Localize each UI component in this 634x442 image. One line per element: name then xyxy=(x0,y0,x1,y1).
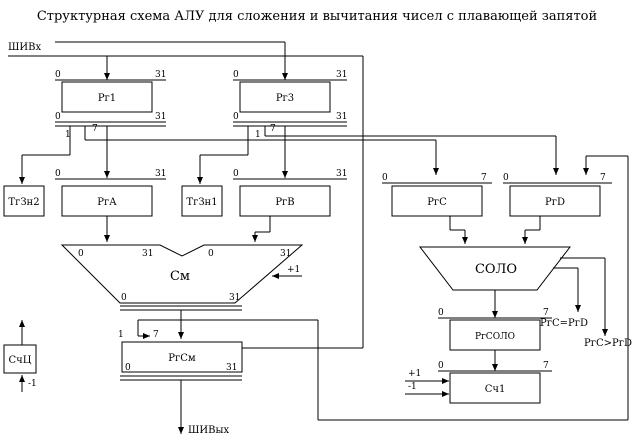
rgsm-bit31: 31 xyxy=(226,363,237,373)
rg3-bit0: 0 xyxy=(233,70,239,80)
adder-in-a-bit0: 0 xyxy=(78,249,84,259)
rgsolo-bit0: 0 xyxy=(438,308,444,318)
rgb-bit31: 31 xyxy=(336,169,347,179)
rgb-box xyxy=(239,185,331,217)
rgsolo-label: РгСОЛО xyxy=(475,332,515,342)
rg1-bit0: 0 xyxy=(55,70,61,80)
sch1-box xyxy=(449,372,541,404)
sch1-plus-one: +1 xyxy=(408,369,421,379)
rgsolo-out-bit0: 0 xyxy=(438,361,444,371)
adder-out-bit31: 31 xyxy=(229,293,240,303)
rg3-out-bit1: 1 xyxy=(255,130,261,140)
rga-box xyxy=(61,185,153,217)
rg3-box xyxy=(239,81,331,113)
adder-label: См xyxy=(170,269,190,284)
rg3-bit31: 31 xyxy=(336,70,347,80)
rgsm-label: РгСм xyxy=(168,353,196,364)
tgzn2-label: ТгЗн2 xyxy=(8,197,39,208)
schc-box xyxy=(3,344,37,374)
tgzn1-box xyxy=(181,185,223,217)
diagram-title: Структурная схема АЛУ для сложения и выч… xyxy=(37,9,597,24)
sch1-label: Сч1 xyxy=(485,384,506,395)
rgsm-bit1: 1 xyxy=(118,330,124,340)
solo-shape xyxy=(418,246,572,291)
solo-label: СОЛО xyxy=(475,262,517,277)
rgsm-bit0: 0 xyxy=(125,363,131,373)
adder-in-b-bit0: 0 xyxy=(208,249,214,259)
rga-label: РгА xyxy=(97,197,117,208)
tgzn2-box xyxy=(3,185,45,217)
rgc-box xyxy=(391,185,483,217)
rgsolo-box xyxy=(449,319,541,351)
rg1-bit31: 31 xyxy=(155,70,166,80)
adder-in-b-bit31: 31 xyxy=(280,249,291,259)
adder-shape xyxy=(60,244,304,304)
rg3-out-bit0: 0 xyxy=(233,112,239,122)
output-gt-label: РгС>РгD xyxy=(584,338,632,349)
rgsm-box xyxy=(121,341,243,373)
rg1-out-bit1: 1 xyxy=(65,130,71,140)
rgb-bit0: 0 xyxy=(233,169,239,179)
rg1-label: Рг1 xyxy=(98,93,116,104)
rgsolo-bit7: 7 xyxy=(543,308,549,318)
rgc-label: РгС xyxy=(427,197,447,208)
rgd-box xyxy=(509,185,601,217)
rga-bit31: 31 xyxy=(155,169,166,179)
schc-label: СчЦ xyxy=(9,355,32,366)
adder-in-a-bit31: 31 xyxy=(142,249,153,259)
rgd-bit7: 7 xyxy=(600,173,606,183)
adder-out-bit0: 0 xyxy=(121,293,127,303)
rg1-out-bit31: 31 xyxy=(155,112,166,122)
rg1-out-bit0: 0 xyxy=(55,112,61,122)
rgd-label: РгD xyxy=(545,197,565,208)
rgsm-bit7: 7 xyxy=(153,330,159,340)
rgc-bit0: 0 xyxy=(382,173,388,183)
rgb-label: РгВ xyxy=(275,197,294,208)
rg3-out-bit7: 7 xyxy=(270,124,276,134)
rgc-bit7: 7 xyxy=(481,173,487,183)
rg1-box xyxy=(61,81,153,113)
rga-bit0: 0 xyxy=(55,169,61,179)
rg3-out-bit31: 31 xyxy=(336,112,347,122)
bus-out-label: ШИВых xyxy=(188,425,229,436)
output-eq-label: РгС=РгD xyxy=(540,318,588,329)
schc-minus-one: -1 xyxy=(28,379,37,389)
sch1-minus-one: -1 xyxy=(408,382,417,392)
adder-plus-one: +1 xyxy=(287,265,300,275)
rg3-label: Рг3 xyxy=(276,93,294,104)
rgsolo-out-bit7: 7 xyxy=(543,361,549,371)
rg1-out-bit7: 7 xyxy=(92,124,98,134)
rgd-bit0: 0 xyxy=(503,173,509,183)
bus-in-label: ШИВх xyxy=(8,42,41,53)
tgzn1-label: ТгЗн1 xyxy=(186,197,217,208)
